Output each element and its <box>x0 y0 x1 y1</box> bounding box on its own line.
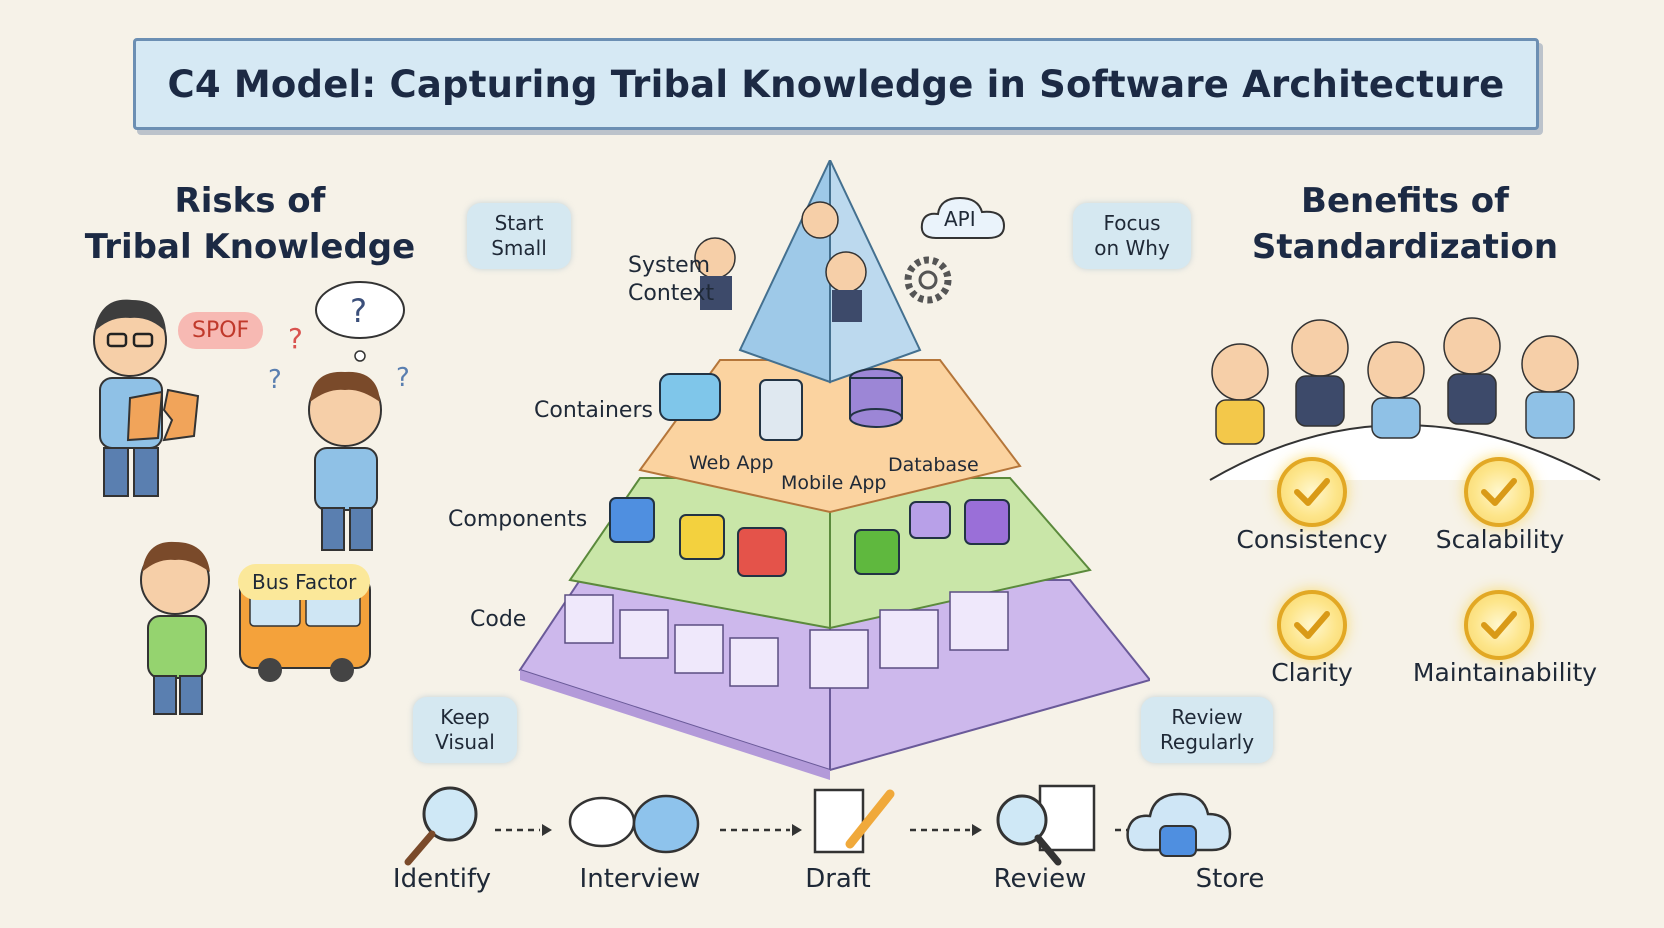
step-identify: Identify <box>392 864 492 894</box>
label-database: Database <box>888 454 979 476</box>
title-banner: C4 Model: Capturing Tribal Knowledge in … <box>133 38 1539 130</box>
gear-icon <box>904 256 952 304</box>
label-web-app: Web App <box>689 452 774 474</box>
benefit-scalability: Scalability <box>1435 525 1565 554</box>
step-review: Review <box>993 864 1087 894</box>
magnifier-icon <box>404 786 478 866</box>
check-icon <box>1464 457 1534 527</box>
worried-person-icon <box>140 541 210 715</box>
broken-box-icon <box>126 388 200 442</box>
label-system-context: System Context <box>628 253 715 306</box>
process-flow <box>404 784 1232 866</box>
label-components: Components <box>448 507 588 532</box>
check-icon <box>1277 457 1347 527</box>
risks-heading: Risks of Tribal Knowledge <box>84 181 416 267</box>
label-containers: Containers <box>534 398 653 423</box>
tip-focus-on-why: Focus on Why <box>1073 203 1191 269</box>
benefit-clarity: Clarity <box>1271 658 1353 687</box>
c4-pyramid <box>518 160 1150 780</box>
benefit-consistency: Consistency <box>1236 525 1388 554</box>
cloud-database-icon <box>1126 792 1232 857</box>
developer-figure-icon <box>93 299 167 497</box>
api-label: API <box>944 207 976 231</box>
svg-text:?: ? <box>268 365 282 395</box>
label-code: Code <box>470 607 527 632</box>
check-icon <box>1277 590 1347 660</box>
database-icon <box>849 368 903 428</box>
mobile-app-icon <box>759 379 803 441</box>
bus-factor-bubble: Bus Factor <box>238 564 371 600</box>
svg-text:?: ? <box>396 363 410 393</box>
tip-review-regularly: Review Regularly <box>1141 697 1273 763</box>
pyramid-layer-containers <box>638 359 1022 514</box>
tip-start-small: Start Small <box>467 203 571 269</box>
review-document-icon <box>996 784 1096 866</box>
benefits-heading: Benefits of Standardization <box>1251 181 1559 267</box>
team-meeting-illustration <box>1209 317 1601 481</box>
label-mobile-app: Mobile App <box>781 472 887 494</box>
page-title: C4 Model: Capturing Tribal Knowledge in … <box>167 62 1505 106</box>
risks-illustration: ? ? ? ? <box>93 281 410 715</box>
web-app-icon <box>659 373 721 421</box>
spof-bubble: SPOF <box>178 312 264 349</box>
tip-keep-visual: Keep Visual <box>413 697 517 763</box>
confused-person-icon: ? ? ? <box>268 322 410 551</box>
step-store: Store <box>1195 864 1265 894</box>
team-figures-icon <box>694 201 867 322</box>
step-interview: Interview <box>579 864 701 894</box>
check-icon <box>1464 590 1534 660</box>
code-documents <box>564 591 1009 689</box>
thought-cloud-icon: ? <box>315 281 405 362</box>
step-draft: Draft <box>805 864 871 894</box>
puzzle-icon <box>609 497 1010 577</box>
benefit-maintainability: Maintainability <box>1412 658 1598 687</box>
chat-bubbles-icon <box>568 794 700 854</box>
document-pencil-icon <box>813 788 895 854</box>
question-mark-icon: ? <box>288 322 303 355</box>
svg-text:?: ? <box>350 292 367 330</box>
cloud-icon <box>920 196 1006 239</box>
